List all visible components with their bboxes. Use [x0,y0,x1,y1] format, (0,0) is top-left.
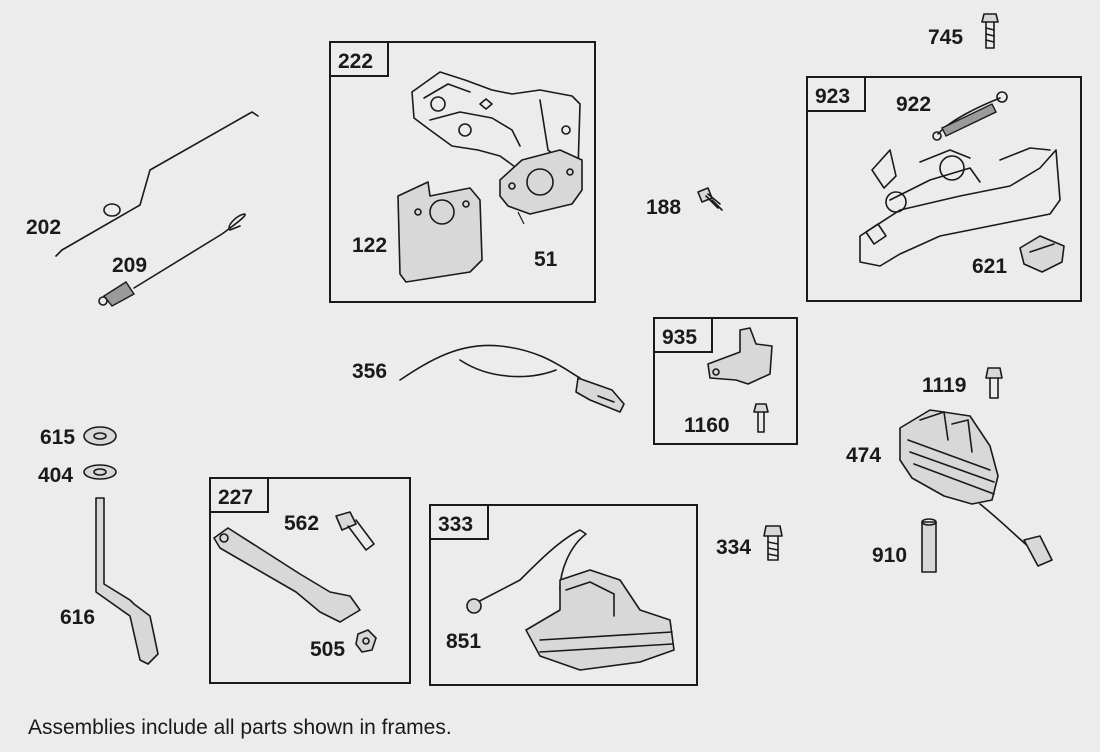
part-label-616: 616 [60,606,95,629]
part-label-851: 851 [446,630,481,653]
frame-923-label: 923 [815,85,850,108]
frame-935-label: 935 [662,326,697,349]
part-label-122: 122 [352,234,387,257]
governor-link-202-part [55,111,259,257]
clip-621-part [1019,235,1065,273]
screw-188-part [697,187,723,211]
screw-334-part [763,525,783,561]
screw-1160-part [753,403,769,433]
part-label-621: 621 [972,255,1007,278]
part-label-334: 334 [716,536,751,559]
screw-745-part [981,13,999,49]
part-label-209: 209 [112,254,147,277]
part-label-356: 356 [352,360,387,383]
part-label-745: 745 [928,26,963,49]
part-label-202: 202 [26,216,61,239]
frame-222: 222 [329,41,596,303]
part-label-910: 910 [872,544,907,567]
control-lever-227-part [213,527,361,623]
screw-1119-part [985,367,1003,399]
part-label-562: 562 [284,512,319,535]
part-label-1119: 1119 [922,374,966,397]
frame-923: 923 [806,76,1082,302]
frame-333: 333 [429,504,698,686]
governor-lever-616-part [95,497,159,665]
spacer-910-part [921,518,937,573]
control-bracket-part [859,147,1061,267]
ignition-module-333-part [466,529,675,671]
stop-switch-935-part [707,327,773,385]
part-label-922: 922 [896,93,931,116]
nut-615-part [83,426,117,446]
washer-404-part [83,464,117,480]
ground-wire-356-part [399,344,625,413]
frame-227-label: 227 [218,486,253,509]
part-label-188: 188 [646,196,681,219]
footnote: Assemblies include all parts shown in fr… [28,716,452,739]
spring-209-part [98,213,246,307]
nut-505-part [355,629,377,653]
part-label-51: 51 [534,248,558,271]
gasket-51-part [499,149,583,215]
part-label-474: 474 [846,444,881,467]
ignition-module-474-part [899,409,1053,567]
gasket-122-part [397,181,483,283]
screw-562-part [335,511,375,551]
part-label-404: 404 [38,464,73,487]
frame-333-label: 333 [438,513,473,536]
part-label-1160: 1160 [684,414,730,437]
governor-spring-922-part [932,91,1008,141]
frame-935: 935 [653,317,798,445]
part-label-615: 615 [40,426,75,449]
frame-222-label: 222 [338,50,373,73]
part-label-505: 505 [310,638,345,661]
frame-227: 227 [209,477,411,684]
